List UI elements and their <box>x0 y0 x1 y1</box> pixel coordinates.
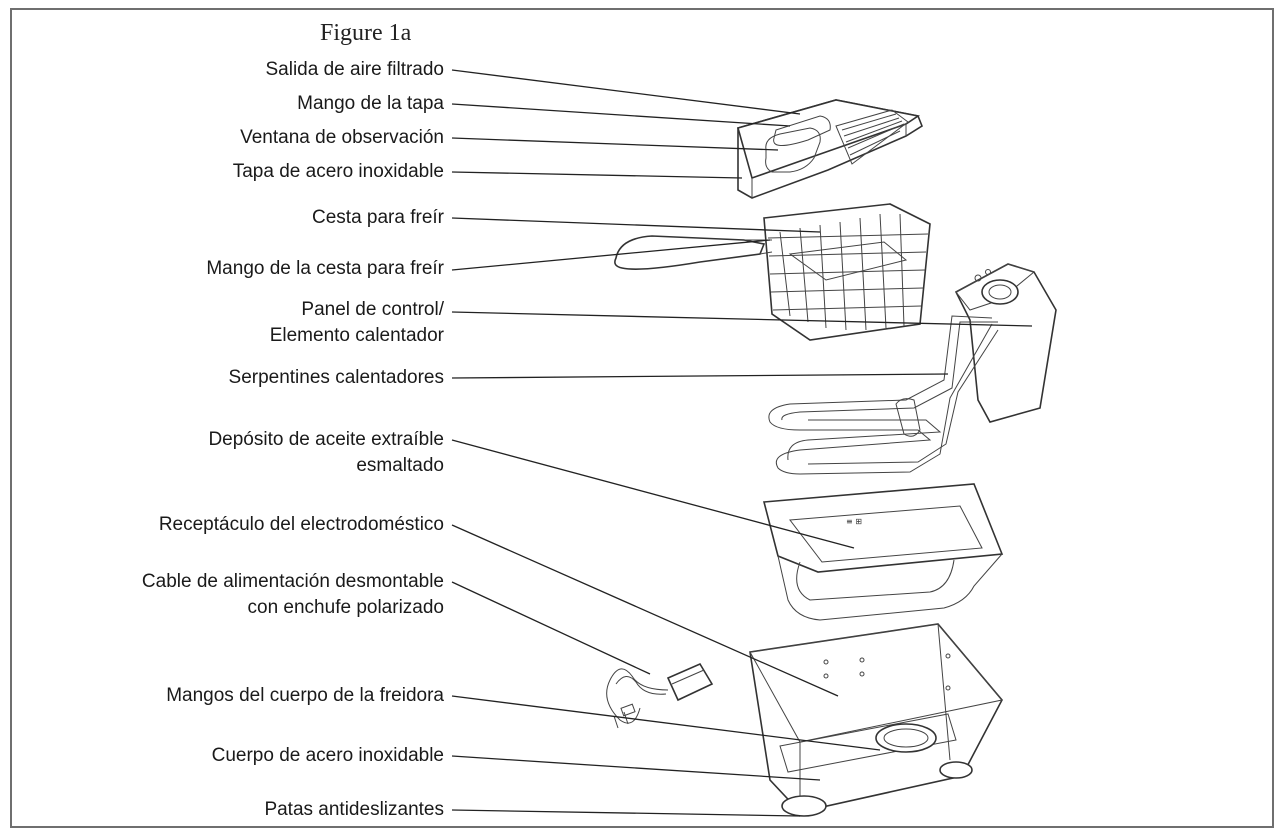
label-cuerpo-acero: Cuerpo de acero inoxidable <box>211 745 444 766</box>
fryer-body-drawing <box>749 623 1003 817</box>
label-esmaltado: esmaltado <box>356 455 444 476</box>
label-panel-control: Panel de control/ <box>301 299 444 320</box>
label-enchufe-polarizado: con enchufe polarizado <box>247 597 444 618</box>
label-deposito-aceite: Depósito de aceite extraíble <box>208 429 444 450</box>
label-cesta: Cesta para freír <box>312 207 444 228</box>
oil-reservoir-drawing: ≡ ⊞ <box>762 483 1004 621</box>
reservoir-marking: ≡ ⊞ <box>846 517 862 526</box>
label-tapa: Tapa de acero inoxidable <box>232 161 444 182</box>
leader-lines <box>451 69 1033 817</box>
label-mango-cesta: Mango de la cesta para freír <box>206 258 444 279</box>
label-salida-aire: Salida de aire filtrado <box>265 59 445 80</box>
figure-title: Figure 1a <box>320 20 412 46</box>
lid-drawing <box>737 99 923 199</box>
label-mangos-cuerpo: Mangos del cuerpo de la freidora <box>166 685 444 706</box>
label-serpentines: Serpentines calentadores <box>228 367 444 388</box>
label-mango-tapa: Mango de la tapa <box>297 93 444 114</box>
label-receptaculo: Receptáculo del electrodoméstico <box>158 514 444 535</box>
label-patas: Patas antideslizantes <box>264 799 444 820</box>
label-elemento-calentador: Elemento calentador <box>269 325 444 346</box>
control-panel-drawing <box>768 263 1057 475</box>
power-cord-drawing <box>606 662 714 729</box>
label-cable-alimentacion: Cable de alimentación desmontable <box>141 571 444 592</box>
label-ventana-observacion: Ventana de observación <box>240 127 444 148</box>
